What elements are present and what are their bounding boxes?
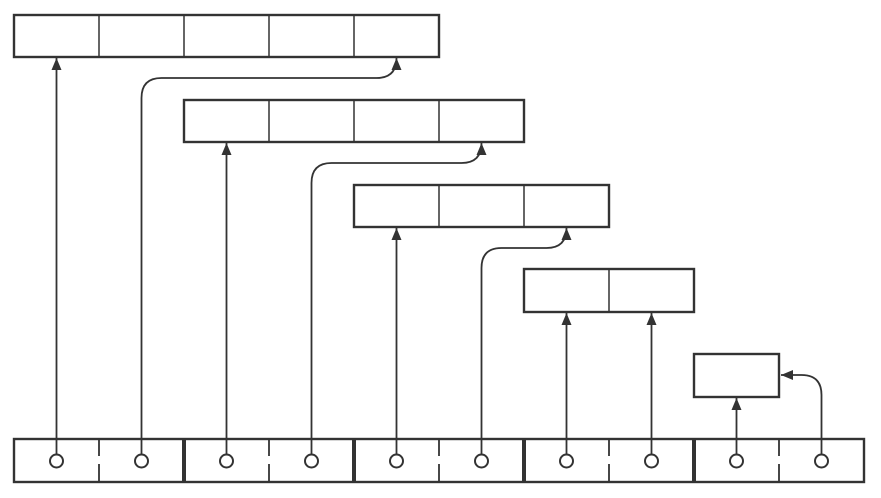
pointer-circle-4 [304,453,319,469]
size-1-array-box [692,352,781,399]
pointer-circle-7 [559,453,574,469]
pointer-arrow-4-to-size-4-array-cell-4 [310,142,487,454]
pointer-circle-1 [49,453,64,469]
size-5-array [12,13,441,59]
size-3-array-box [352,183,611,229]
pointer-circle-8 [644,453,659,469]
size-4-array [182,98,526,144]
size-3-array [352,183,611,229]
size-2-array [522,267,696,314]
pointer-pair-array [12,437,866,484]
pointer-circle-9 [729,453,744,469]
pointer-circle-10 [814,453,829,469]
pointer-arrow-6-to-size-3-array-cell-3 [480,227,572,454]
pointer-circle-5 [389,453,404,469]
size-5-array-box [12,13,441,59]
pointer-circle-2 [134,453,149,469]
pointer-arrow-2-to-size-5-array-cell-5 [140,57,402,454]
pointer-arrow-10-to-size-1-array-right-edge [781,370,823,454]
pointer-circle-3 [219,453,234,469]
pointer-circle-6 [474,453,489,469]
size-1-array [692,352,781,399]
